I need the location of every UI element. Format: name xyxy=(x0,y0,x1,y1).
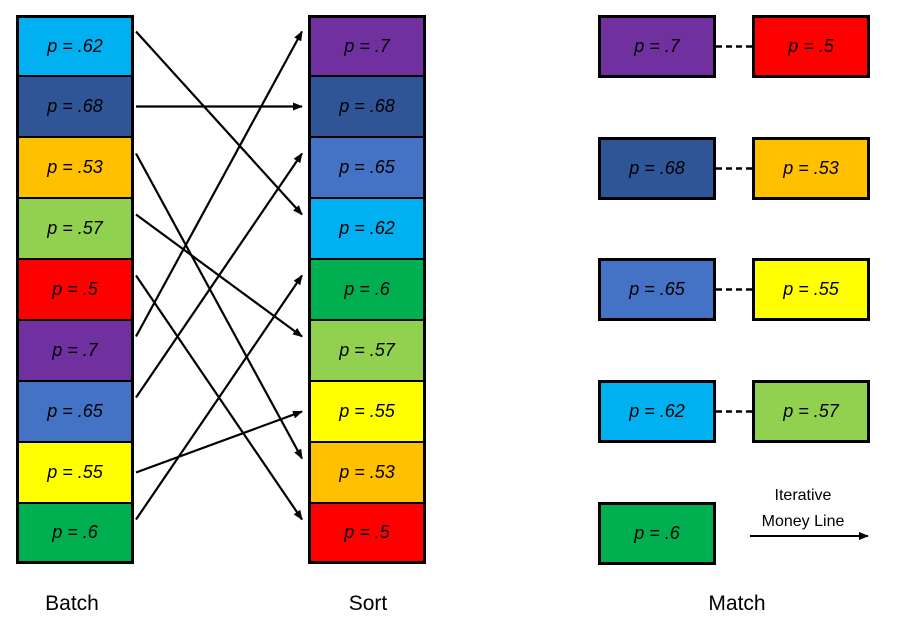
batch-cell-label: p = .65 xyxy=(47,401,103,421)
batch-cell-label: p = .6 xyxy=(52,522,98,542)
batch-cell-label: p = .55 xyxy=(47,462,103,482)
batch-cell: p = .7 xyxy=(16,320,134,381)
batch-cell: p = .55 xyxy=(16,442,134,503)
match-connectors xyxy=(716,45,752,413)
sort-cell-label: p = .7 xyxy=(344,36,390,56)
match-left-box: p = .7 xyxy=(598,15,716,78)
legend-line-1: Iterative xyxy=(774,487,832,504)
match-left-box: p = .68 xyxy=(598,137,716,200)
sort-arrow xyxy=(135,152,303,460)
batch-cell-label: p = .62 xyxy=(47,36,103,56)
sort-cell-label: p = .5 xyxy=(344,522,390,542)
sort-cell: p = .55 xyxy=(308,381,426,442)
sort-cell: p = .68 xyxy=(308,76,426,137)
match-left-box: p = .65 xyxy=(598,258,716,321)
batch-cell: p = .5 xyxy=(16,259,134,320)
sort-arrow xyxy=(135,30,303,338)
sort-cell: p = .7 xyxy=(308,15,426,76)
sort-cell: p = .6 xyxy=(308,259,426,320)
match-left-label: p = .7 xyxy=(634,36,680,56)
match-right-label: p = .5 xyxy=(788,36,834,56)
batch-cell-label: p = .57 xyxy=(47,218,103,238)
sort-caption: Sort xyxy=(348,592,388,615)
sort-cell-label: p = .65 xyxy=(339,157,395,177)
sort-arrow xyxy=(135,274,303,521)
sort-cell-label: p = .53 xyxy=(339,462,395,482)
sort-arrow xyxy=(135,213,303,338)
batch-cell: p = .6 xyxy=(16,503,134,564)
sort-cell: p = .65 xyxy=(308,137,426,198)
batch-cell-label: p = .5 xyxy=(52,279,98,299)
sort-arrow xyxy=(135,30,303,216)
sort-cell: p = .5 xyxy=(308,503,426,564)
legend-line-2: Money Line xyxy=(761,513,845,530)
batch-cell-label: p = .53 xyxy=(47,157,103,177)
sort-cell-label: p = .57 xyxy=(339,340,395,360)
match-right-box: p = .55 xyxy=(752,258,870,321)
match-right-box: p = .57 xyxy=(752,380,870,443)
batch-caption: Batch xyxy=(45,592,99,615)
match-left-label: p = .62 xyxy=(629,401,685,421)
match-left-label: p = .65 xyxy=(629,279,685,299)
match-left-label: p = .6 xyxy=(634,523,680,543)
batch-cell: p = .68 xyxy=(16,76,134,137)
batch-cell-label: p = .7 xyxy=(52,340,98,360)
sort-cell: p = .53 xyxy=(308,442,426,503)
sort-cell-label: p = .62 xyxy=(339,218,395,238)
batch-cell: p = .65 xyxy=(16,381,134,442)
sort-arrow xyxy=(135,274,303,521)
match-right-label: p = .57 xyxy=(783,401,839,421)
match-caption: Match xyxy=(708,592,766,615)
batch-cell: p = .57 xyxy=(16,198,134,259)
sort-arrows xyxy=(135,30,303,521)
sort-cell-label: p = .6 xyxy=(344,279,390,299)
sort-cell-label: p = .68 xyxy=(339,96,395,116)
sort-arrow xyxy=(135,410,303,474)
match-right-label: p = .55 xyxy=(783,279,839,299)
sort-cell-label: p = .55 xyxy=(339,401,395,421)
match-left-label: p = .68 xyxy=(629,158,685,178)
sort-cell: p = .62 xyxy=(308,198,426,259)
sort-arrow xyxy=(135,152,303,399)
match-left-box: p = .6 xyxy=(598,502,716,565)
batch-cell: p = .53 xyxy=(16,137,134,198)
match-right-box: p = .5 xyxy=(752,15,870,78)
match-right-label: p = .53 xyxy=(783,158,839,178)
match-right-box: p = .53 xyxy=(752,137,870,200)
sort-cell: p = .57 xyxy=(308,320,426,381)
batch-cell: p = .62 xyxy=(16,15,134,76)
batch-cell-label: p = .68 xyxy=(47,96,103,116)
match-left-box: p = .62 xyxy=(598,380,716,443)
